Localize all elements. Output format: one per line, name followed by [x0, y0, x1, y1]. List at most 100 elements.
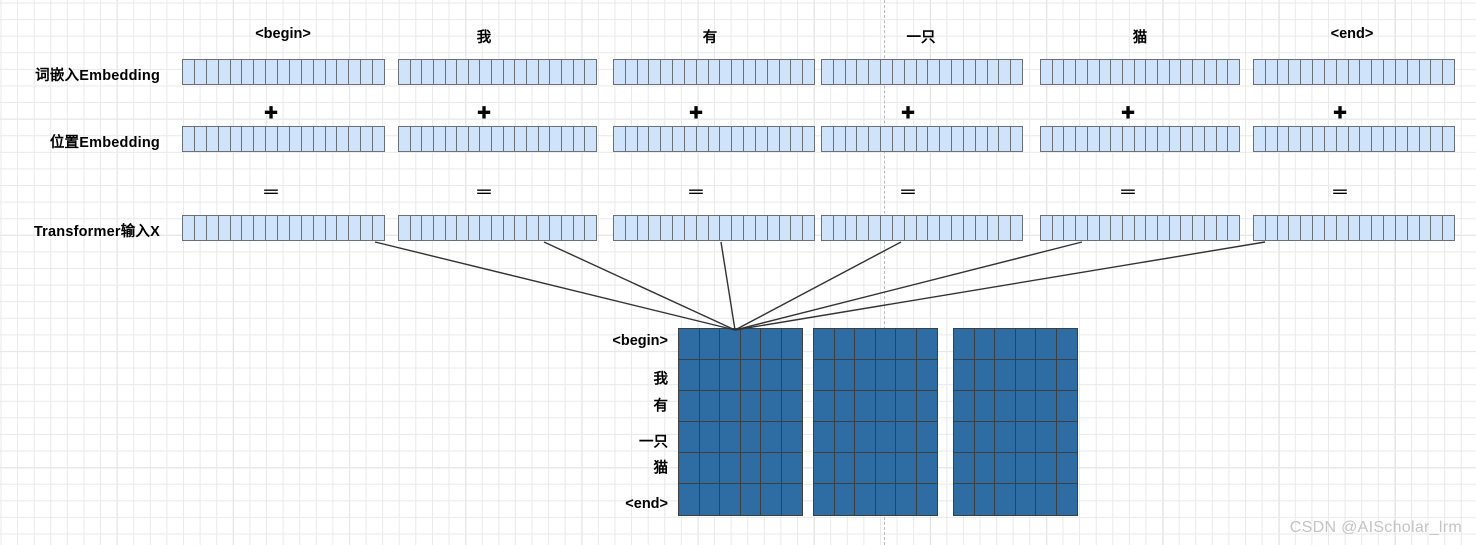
- matrix-cell: [814, 329, 835, 360]
- matrix-cell: [974, 329, 995, 360]
- matrix-cell: [875, 422, 896, 453]
- vector-cell: [732, 216, 745, 240]
- vector-cell: [626, 60, 638, 84]
- vector-cell: [1408, 127, 1420, 151]
- vector-cell: [1420, 60, 1432, 84]
- vector-cell: [1170, 60, 1182, 84]
- vector-cell: [834, 127, 846, 151]
- vector-cell: [732, 127, 745, 151]
- matrix-cell: [720, 453, 741, 484]
- vector-cell: [1228, 127, 1239, 151]
- vector-cell: [709, 60, 721, 84]
- vector-cell: [434, 60, 446, 84]
- matrix-cell: [896, 391, 917, 422]
- vector-cell: [183, 127, 195, 151]
- vector-cell: [1408, 60, 1420, 84]
- vector-cell: [768, 127, 780, 151]
- vector-cell: [1053, 60, 1065, 84]
- vector-cell: [290, 60, 302, 84]
- vector-word_embedding-token-1: [398, 59, 597, 85]
- matrix-cell: [781, 329, 802, 360]
- connector-line-3: [734, 241, 902, 331]
- vector-cell: [434, 127, 446, 151]
- vector-cell: [422, 60, 434, 84]
- vector-cell: [446, 127, 458, 151]
- matrix-cell: [995, 453, 1016, 484]
- vector-cell: [290, 216, 302, 240]
- vector-cell: [1146, 127, 1159, 151]
- vector-cell: [952, 216, 964, 240]
- vector-cell: [1431, 216, 1444, 240]
- matrix-cell: [720, 360, 741, 391]
- matrix-cell: [1036, 422, 1057, 453]
- vector-cell: [803, 127, 814, 151]
- matrix-k: [813, 328, 938, 516]
- vector-cell: [574, 60, 586, 84]
- vector-cell: [1360, 127, 1373, 151]
- vector-cell: [1431, 60, 1444, 84]
- vector-cell: [1443, 216, 1454, 240]
- matrix-row-label-2: 有: [653, 398, 669, 415]
- vector-word_embedding-token-2: [613, 59, 815, 85]
- matrix-cell: [1036, 484, 1057, 515]
- vector-cell: [649, 60, 662, 84]
- matrix-cell: [679, 360, 700, 391]
- matrix-cell: [896, 453, 917, 484]
- vector-cell: [791, 127, 804, 151]
- vector-cell: [846, 216, 858, 240]
- matrix-row-label-3: 一只: [639, 434, 668, 451]
- vector-cell: [585, 127, 596, 151]
- vector-cell: [917, 216, 929, 240]
- vector-cell: [278, 216, 290, 240]
- vector-cell: [1349, 127, 1361, 151]
- matrix-cell: [720, 422, 741, 453]
- row-label-transformer-input: Transformer输入X: [33, 224, 160, 240]
- connector-line-0: [374, 241, 736, 331]
- matrix-cell: [974, 422, 995, 453]
- vector-cell: [337, 127, 350, 151]
- matrix-cell: [781, 422, 802, 453]
- row-label-word-embedding: 词嵌入Embedding: [35, 68, 160, 84]
- vector-cell: [314, 127, 326, 151]
- vector-cell: [219, 216, 231, 240]
- matrix-cell: [720, 484, 741, 515]
- vector-cell: [302, 127, 314, 151]
- vector-cell: [869, 60, 882, 84]
- vector-cell: [1111, 60, 1123, 84]
- vector-cell: [964, 216, 976, 240]
- vector-cell: [857, 216, 870, 240]
- vector-cell: [539, 216, 551, 240]
- plus-operator-5: ✚: [1332, 103, 1348, 123]
- vector-cell: [1289, 216, 1302, 240]
- vector-cell: [480, 216, 493, 240]
- matrix-cell: [834, 329, 855, 360]
- matrix-cell: [740, 422, 761, 453]
- vector-cell: [411, 127, 423, 151]
- vector-cell: [881, 216, 893, 240]
- token-caption-4: 猫: [1132, 30, 1148, 46]
- matrix-cell: [834, 422, 855, 453]
- vector-cell: [361, 60, 373, 84]
- plus-operator-3: ✚: [900, 103, 916, 123]
- equals-operator-5: ═: [1333, 181, 1347, 203]
- vector-cell: [1349, 60, 1361, 84]
- vector-cell: [614, 216, 626, 240]
- vector-cell: [242, 127, 255, 151]
- vector-cell: [768, 216, 780, 240]
- plus-operator-1: ✚: [476, 103, 492, 123]
- matrix-cell: [834, 453, 855, 484]
- vector-cell: [1123, 60, 1135, 84]
- vector-cell: [1088, 60, 1100, 84]
- matrix-cell: [1056, 391, 1077, 422]
- token-caption-1: 我: [476, 30, 492, 46]
- vector-cell: [720, 216, 733, 240]
- matrix-cell: [1056, 422, 1077, 453]
- matrix-cell: [855, 422, 876, 453]
- vector-cell: [626, 216, 638, 240]
- vector-cell: [768, 60, 780, 84]
- connector-line-2: [720, 241, 736, 331]
- vector-cell: [231, 216, 243, 240]
- vector-cell: [614, 60, 626, 84]
- vector-cell: [195, 127, 207, 151]
- plus-operator-0: ✚: [263, 103, 279, 123]
